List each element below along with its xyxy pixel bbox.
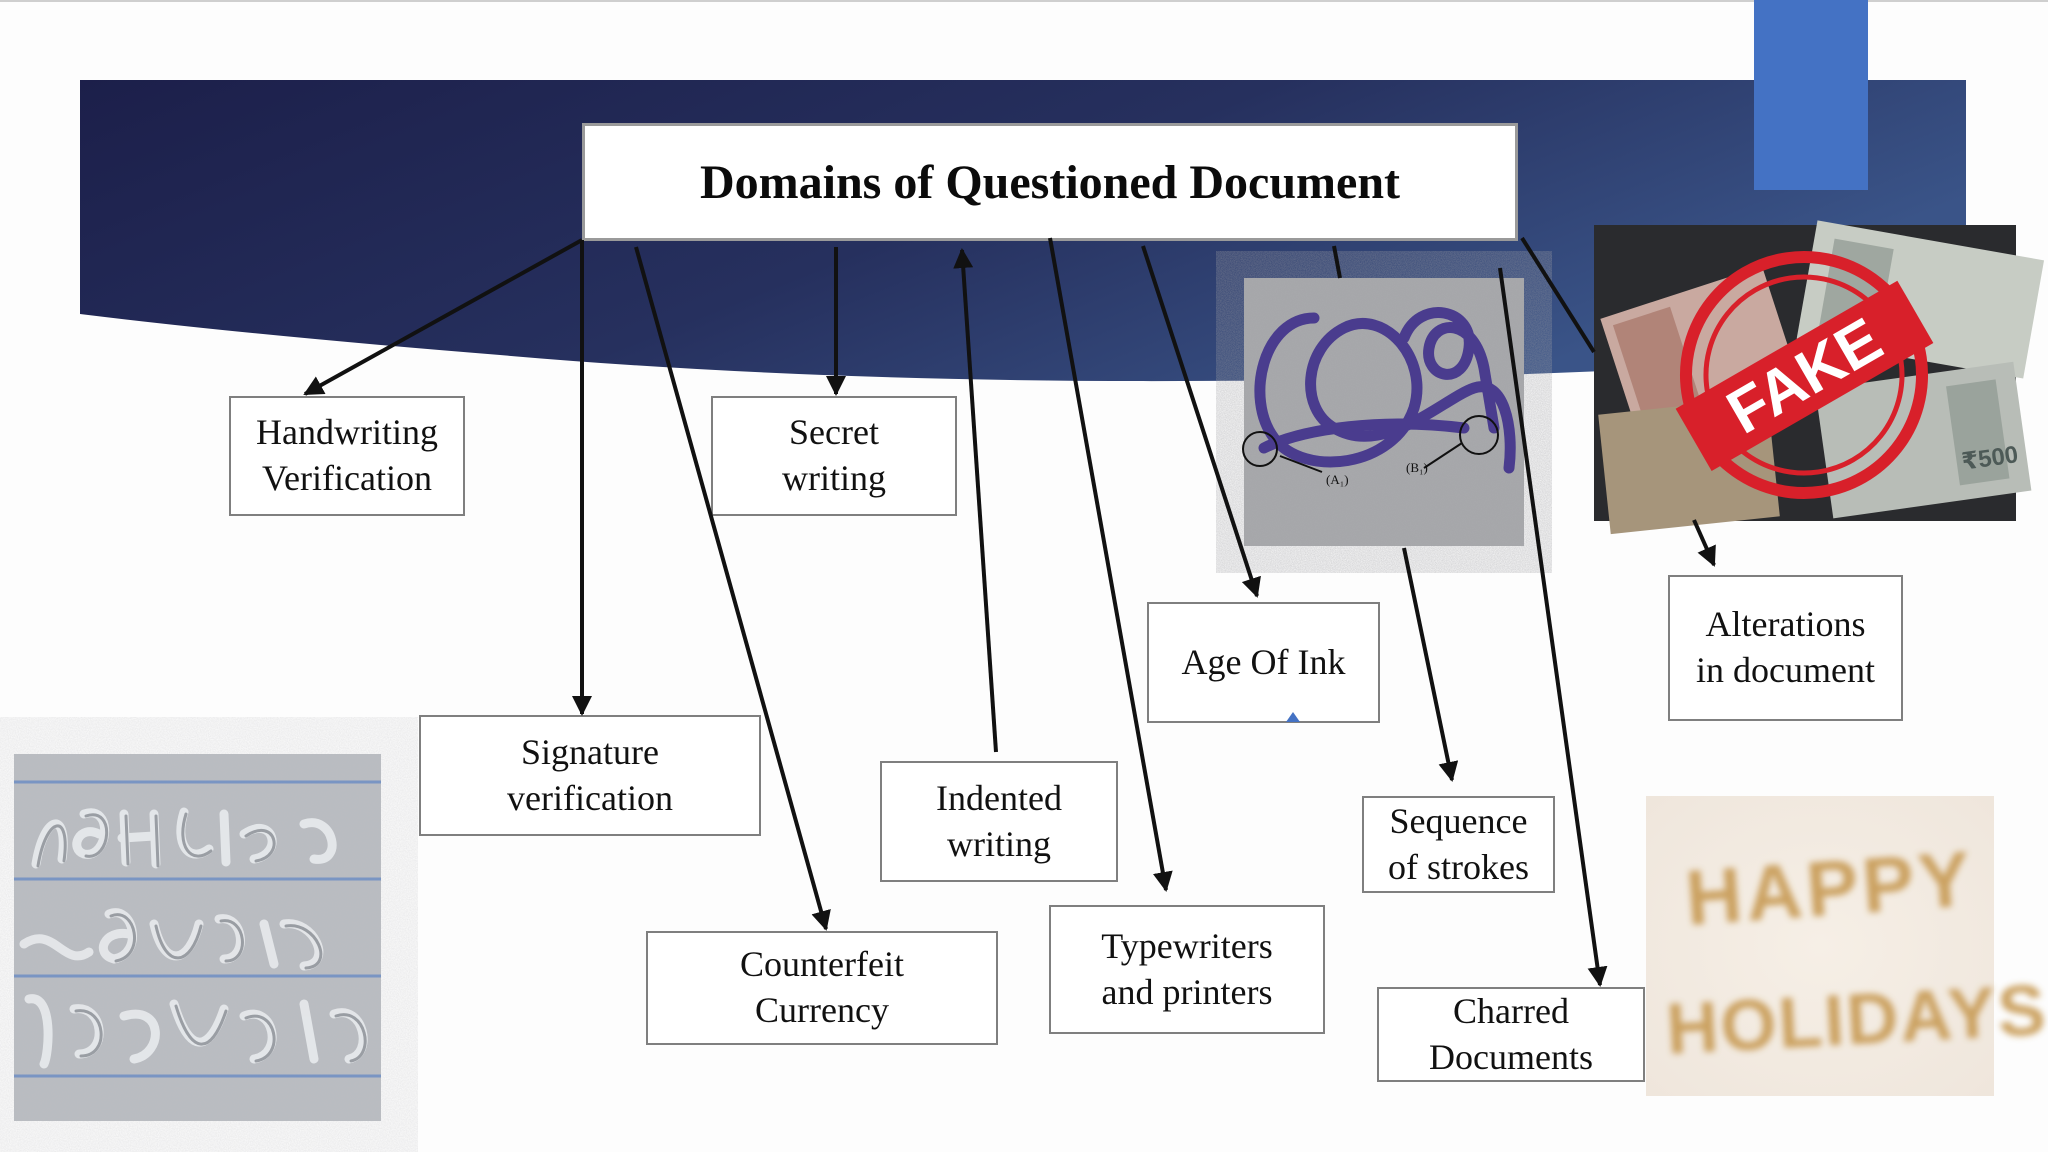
- burnt-text-line1: HAPPY: [1683, 834, 1977, 942]
- diagram-title: Domains of Questioned Document: [582, 123, 1518, 241]
- burnt-text-line2: HOLIDAYS: [1664, 970, 2048, 1070]
- fake-currency-photo: ₹500 FAKE: [1594, 220, 2045, 535]
- ink-label-a: (A₁): [1326, 472, 1349, 487]
- ink-strokes-photo: (A₁) (B₁): [1242, 278, 1524, 546]
- ink-label-b: (B₁): [1406, 460, 1428, 475]
- charred-document-photo: HAPPY HOLIDAYS: [1646, 796, 2048, 1096]
- domain-age-of-ink: Age Of Ink: [1147, 602, 1380, 723]
- indented-writing-photo: [14, 754, 381, 1121]
- accent-tab: [1754, 0, 1868, 190]
